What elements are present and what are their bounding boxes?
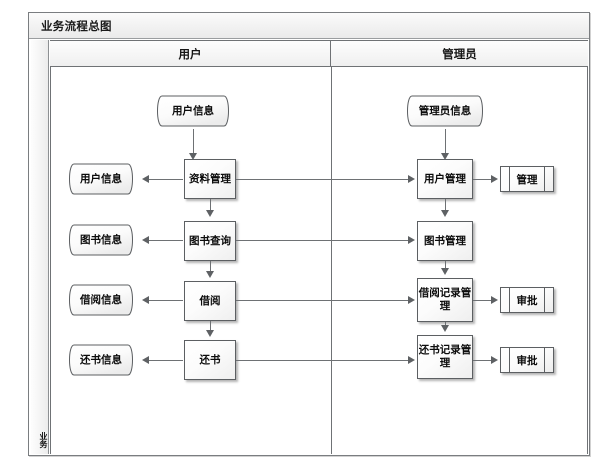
document-shape-admin-source[interactable]: 管理员信息 [403, 93, 487, 129]
document-shape-jieyue-xinxi[interactable]: 借阅信息 [65, 282, 137, 318]
arrowhead-down [441, 153, 449, 160]
arrowhead-right [491, 356, 498, 364]
process-box-huanshu-jilu-guanli[interactable]: 还书记录管理 [417, 335, 473, 379]
swimlane-divider [331, 67, 332, 454]
arrowhead-right [408, 296, 415, 304]
page-title: 业务流程总图 [41, 19, 112, 33]
swimlane-left-edge [50, 67, 51, 454]
diagram-title-bar: 业务流程总图 [29, 13, 589, 39]
diagram-frame: 业务流程总图 业务 用户 管理员 [28, 12, 590, 456]
connector-p3-to-p4 [210, 321, 211, 333]
process-box-jieyue-jilu-guanli[interactable]: 借阅记录管理 [417, 278, 473, 322]
connector-p4-to-doc4 [149, 360, 183, 361]
arrowhead-right [491, 296, 498, 304]
connector-a2-to-a3 [445, 261, 446, 271]
arrowhead-right [408, 236, 415, 244]
terminal-box-shenpi-2[interactable]: 审批 [500, 347, 554, 373]
process-box-tushu-chaxun[interactable]: 图书查询 [184, 221, 236, 261]
arrowhead-right [491, 175, 498, 183]
arrowhead-down [206, 330, 214, 337]
swimlane-label-column: 业务 [31, 40, 49, 454]
arrowhead-down [189, 153, 197, 160]
arrowhead-down [441, 268, 449, 275]
connector-user-source-to-p1 [193, 129, 194, 158]
arrowhead-left [142, 356, 149, 364]
connector-cross-p3 [236, 300, 410, 301]
connector-cross-p1 [236, 179, 410, 180]
arrowhead-right [408, 356, 415, 364]
process-box-huanshu[interactable]: 还书 [184, 340, 236, 380]
swimlane-label-vertical-text: 业务 [39, 432, 48, 448]
process-box-tushu-guanli[interactable]: 图书管理 [417, 221, 473, 261]
swimlane-header-user: 用户 [50, 41, 331, 67]
connector-p2-to-p3 [210, 261, 211, 274]
connector-cross-p4 [236, 360, 410, 361]
arrowhead-left [142, 296, 149, 304]
arrowhead-down [441, 210, 449, 217]
document-shape-user-source[interactable]: 用户信息 [153, 93, 233, 129]
document-shape-tushu-xinxi[interactable]: 图书信息 [65, 222, 137, 258]
process-box-ziliao-guanli[interactable]: 资料管理 [184, 159, 236, 199]
connector-a3-to-terminal2 [473, 300, 493, 301]
arrowhead-down [206, 271, 214, 278]
connector-a1-to-a2 [445, 199, 446, 214]
arrowhead-left [142, 236, 149, 244]
connector-p3-to-doc3 [149, 300, 183, 301]
connector-p2-to-doc2 [149, 240, 183, 241]
connector-p1-to-p2 [210, 199, 211, 214]
process-box-yonghu-guanli[interactable]: 用户管理 [417, 159, 473, 199]
arrowhead-right [408, 175, 415, 183]
arrowhead-down [441, 325, 449, 332]
connector-a1-to-terminal1 [473, 179, 493, 180]
terminal-box-shenpi-1[interactable]: 审批 [500, 287, 554, 313]
document-shape-yonghu-xinxi[interactable]: 用户信息 [65, 161, 137, 197]
terminal-box-guanli[interactable]: 管理 [500, 166, 554, 192]
connector-cross-p2 [236, 240, 410, 241]
swimlane-right-edge [587, 67, 588, 454]
swimlane-header-admin: 管理员 [442, 47, 477, 61]
connector-p1-to-doc1 [149, 179, 183, 180]
connector-a4-to-terminal3 [473, 360, 493, 361]
arrowhead-left [142, 175, 149, 183]
swimlane-grid: 用户 管理员 [50, 40, 588, 454]
connector-admin-source-to-a1 [445, 129, 446, 158]
document-shape-huanshu-xinxi[interactable]: 还书信息 [65, 342, 137, 378]
process-box-jieyue[interactable]: 借阅 [184, 281, 236, 321]
arrowhead-down [206, 210, 214, 217]
swimlane-body [50, 67, 588, 454]
swimlane-header-row: 用户 管理员 [50, 40, 588, 67]
